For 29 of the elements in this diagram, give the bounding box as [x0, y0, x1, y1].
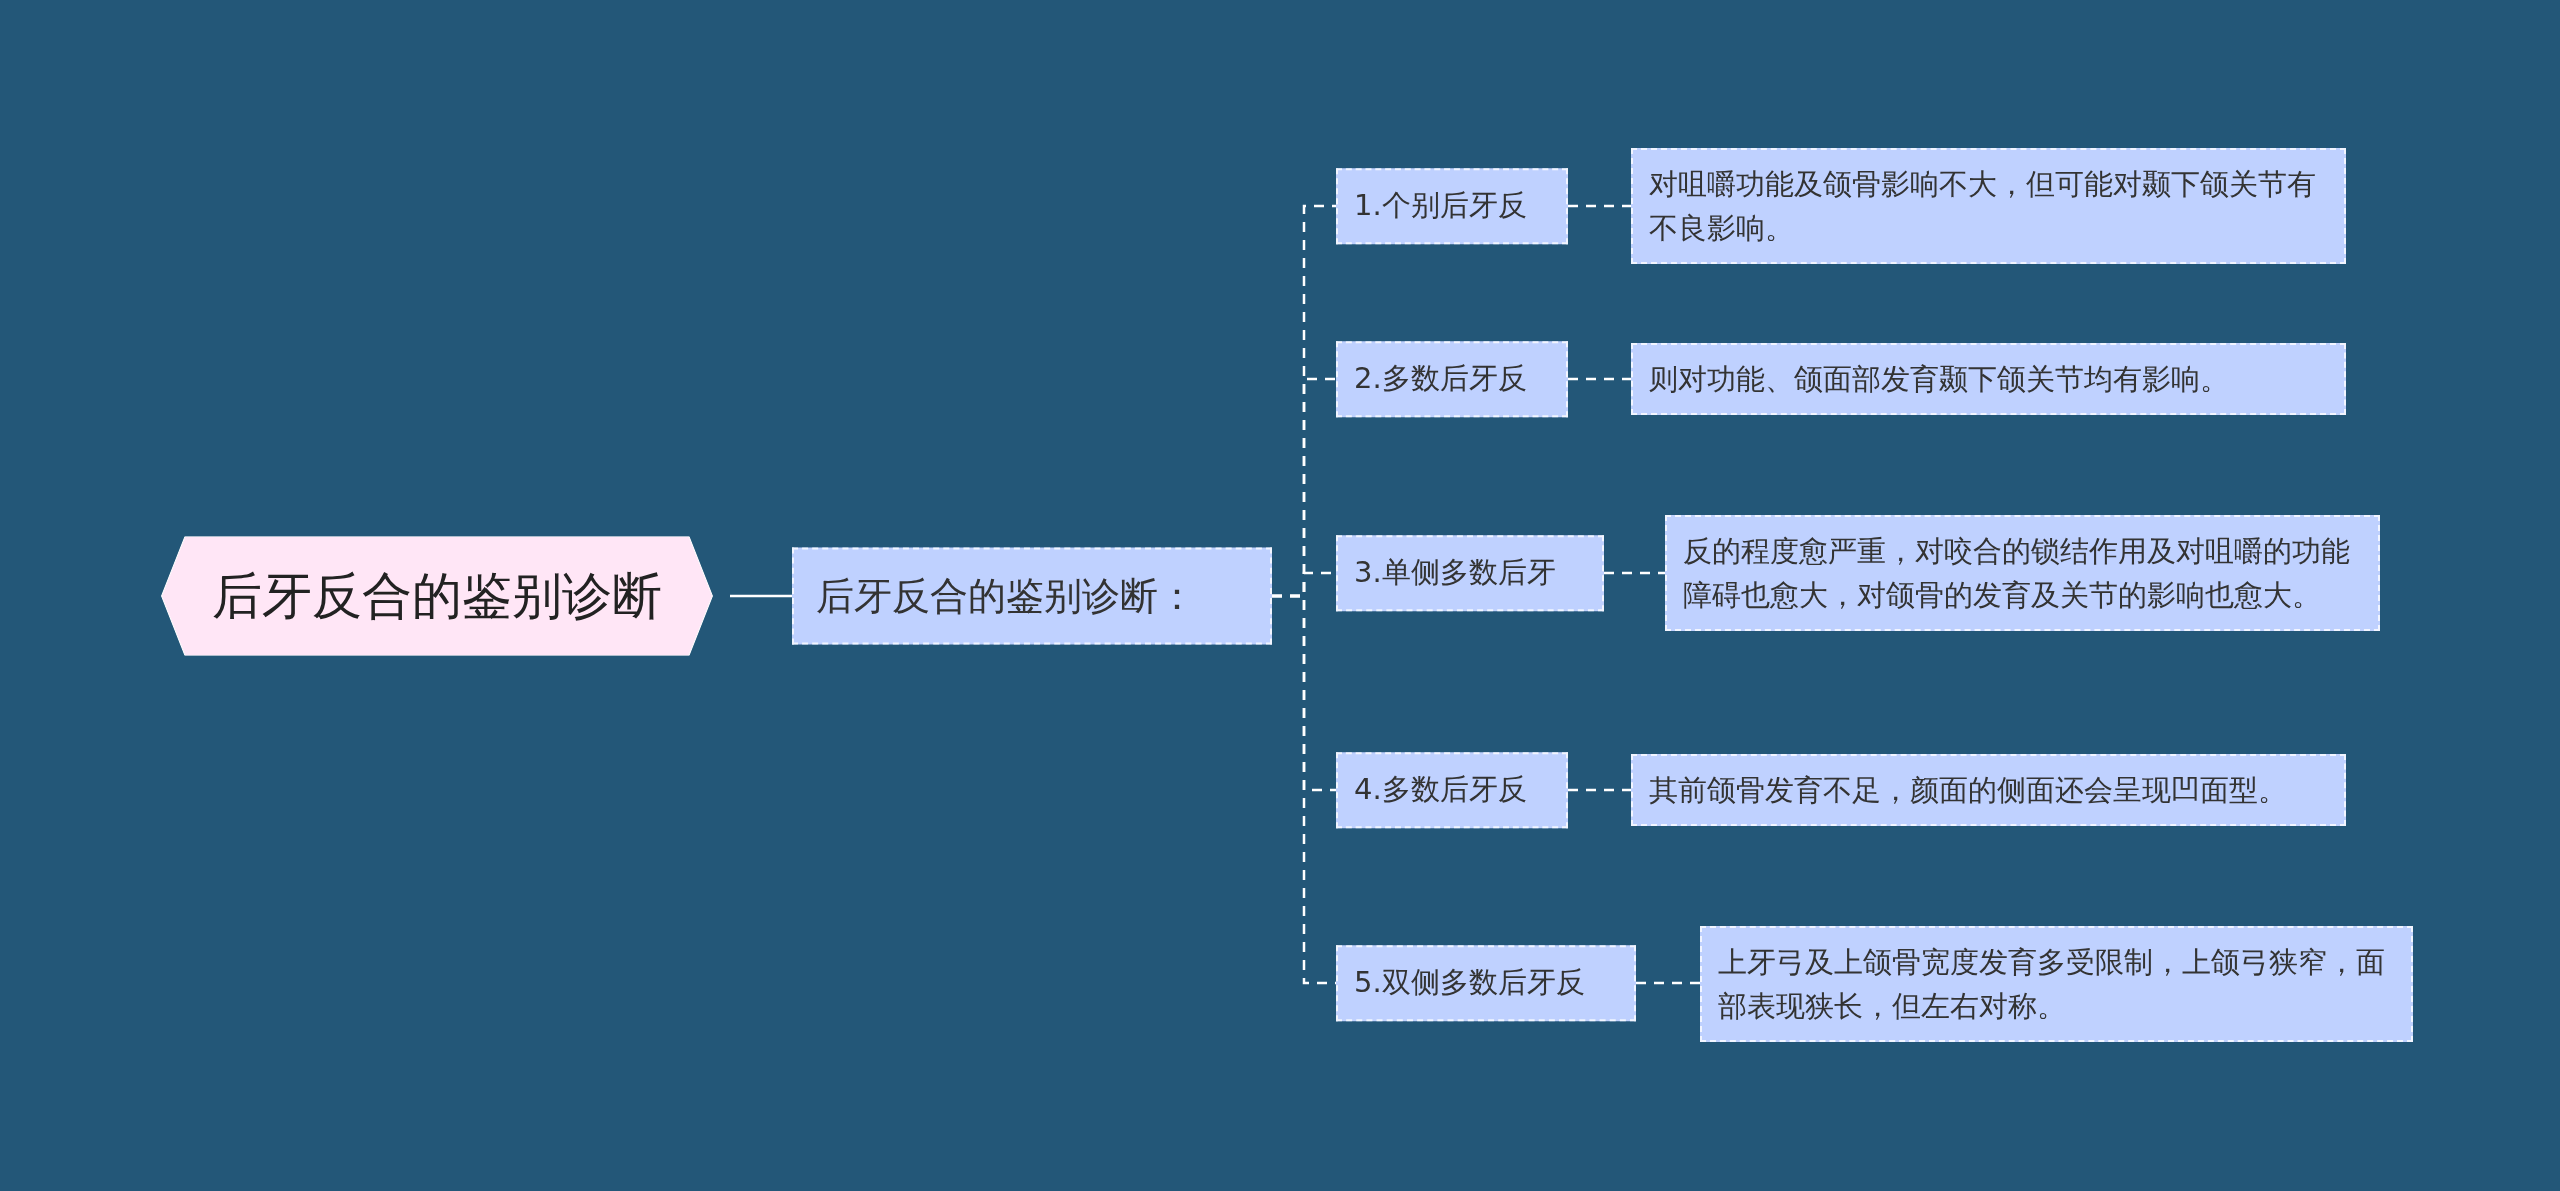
node-text: 其前颌骨发育不足，颜面的侧面还会呈现凹面型。	[1649, 772, 2288, 809]
topic-box	[1336, 752, 1568, 828]
note-box	[1700, 926, 2413, 1042]
topic-box	[1336, 341, 1568, 417]
node-text: 5.双侧多数后牙反	[1354, 964, 1586, 1002]
node-text: 3.单侧多数后牙	[1354, 554, 1557, 592]
connector-line	[1604, 571, 1665, 575]
topic-box	[1336, 535, 1604, 611]
connector-line	[1636, 981, 1700, 985]
node-text: 1.个别后牙反	[1354, 187, 1528, 225]
node-text: 2.多数后牙反	[1354, 360, 1528, 398]
node-text: 则对功能、颌面部发育颞下颌关节均有影响。	[1649, 361, 2230, 398]
node-text: 4.多数后牙反	[1354, 771, 1528, 809]
node-text: 上牙弓及上颌骨宽度发育多受限制，上颌弓狭窄，面部表现狭长，但左右对称。	[1718, 944, 2386, 1025]
connector-line	[730, 594, 792, 598]
topic-box	[1336, 168, 1568, 244]
note-box	[1665, 515, 2380, 631]
topic-box	[1336, 945, 1636, 1021]
node-text: 后牙反合的鉴别诊断	[211, 565, 663, 627]
note-box	[1631, 148, 2346, 264]
note-box	[1631, 754, 2346, 826]
connector-line	[1568, 788, 1631, 792]
node-text: 反的程度愈严重，对咬合的锁结作用及对咀嚼的功能障碍也愈大，对颌骨的发育及关节的影响也愈大。	[1683, 533, 2351, 614]
node-text: 后牙反合的鉴别诊断：	[816, 572, 1197, 620]
connector-line	[1568, 377, 1631, 381]
note-box	[1631, 343, 2346, 415]
node-text: 对咀嚼功能及颌骨影响不大，但可能对颞下颌关节有不良影响。	[1649, 166, 2317, 247]
connector-line	[1568, 204, 1631, 208]
topic-box	[792, 547, 1272, 645]
